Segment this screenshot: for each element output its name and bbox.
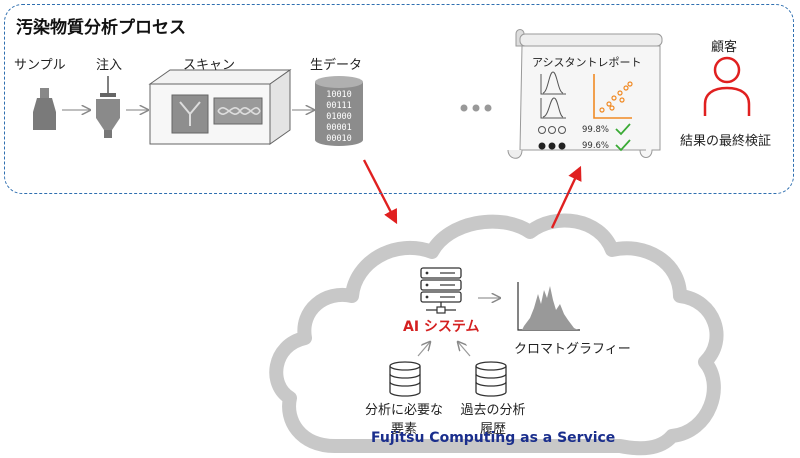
step-label-scan: スキャン	[183, 58, 236, 73]
ai-system-label: AI システム	[403, 319, 480, 335]
raw-bit-row: 10010	[326, 90, 352, 100]
raw-bit-row: 00111	[326, 101, 352, 111]
chromatography-chart-icon	[517, 282, 580, 331]
arrow-data-to-cloud	[362, 159, 398, 225]
report-score-1: 99.8%	[582, 125, 610, 135]
report-title: アシスタントレポート	[532, 56, 642, 69]
continuation-dots	[460, 104, 492, 112]
db-history-line: 過去の分析	[460, 403, 526, 418]
arrow-history-to-ai	[458, 342, 471, 357]
raw-bit-row: 01000	[326, 112, 352, 122]
panel-title: 汚染物質分析プロセス	[16, 18, 186, 38]
customer-action: 結果の最終検証	[680, 134, 772, 149]
check-icon	[615, 139, 631, 152]
cloud-shape	[269, 213, 724, 456]
customer-label: 顧客	[711, 40, 738, 55]
raw-bit-row: 00001	[326, 123, 352, 133]
arrow-required-to-ai	[417, 342, 430, 357]
step-label-sample: サンプル	[14, 58, 66, 73]
injection-syringe-icon	[96, 76, 120, 138]
person-icon	[703, 56, 751, 116]
step-label-raw-data: 生データ	[310, 58, 363, 73]
cloud-service-title: Fujitsu Computing as a Service	[371, 430, 616, 446]
database-icon-required	[389, 361, 421, 397]
assistant-report-scroll	[507, 29, 663, 159]
db-history-line: 履歴	[479, 422, 506, 437]
db-required-label: 分析に必要な 要素	[354, 399, 454, 437]
raw-data-cylinder-icon	[315, 76, 363, 146]
db-history-label: 過去の分析 履歴	[448, 399, 538, 437]
raw-bit-row: 00010	[326, 134, 352, 144]
chromatography-label: クロマトグラフィー	[514, 342, 631, 357]
scanner-machine-icon	[148, 69, 292, 145]
report-score-2: 99.6%	[582, 141, 610, 151]
sample-flask-icon	[33, 88, 56, 130]
arrow-cloud-to-report	[550, 165, 582, 229]
server-icon	[420, 267, 462, 314]
database-icon-history	[475, 361, 507, 397]
db-required-line: 分析に必要な	[364, 403, 443, 418]
process-panel	[4, 4, 794, 194]
check-icon	[615, 123, 631, 136]
db-required-line: 要素	[390, 422, 417, 437]
step-label-injection: 注入	[96, 58, 123, 73]
raw-data-bits: 10010 00111 01000 00001 00010	[318, 90, 360, 145]
